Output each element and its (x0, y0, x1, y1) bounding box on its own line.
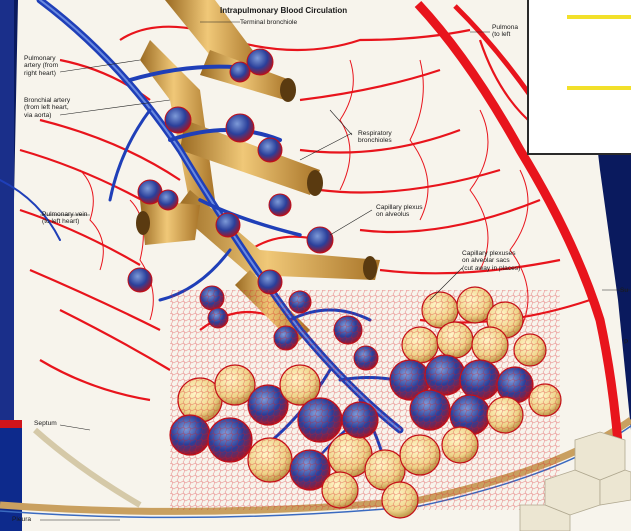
label-pulmonary-artery: Pulmonary artery (from right heart) (24, 55, 58, 77)
label-pulmonary-vein-left: Pulmonary vein (to left heart) (42, 211, 87, 226)
label-respiratory-bronchioles: Respiratory bronchioles (358, 130, 392, 145)
label-capillary-plexuses-sacs: Capillary plexuses on alveolar sacs (cut… (462, 250, 520, 272)
overlay-bar-2 (567, 86, 631, 90)
label-pleura: Pleura (12, 516, 31, 523)
label-capillary-plexus-alveolus: Capillary plexus on alveolus (376, 204, 423, 219)
label-bronchial-artery: Bronchial artery (from left heart, via a… (24, 97, 70, 119)
label-septum: Septum (34, 420, 57, 427)
label-terminal-bronchiole: Terminal bronchiole (240, 19, 297, 26)
slide-left-band (0, 0, 14, 420)
diagram-title: Intrapulmonary Blood Circulation (220, 6, 347, 15)
overlay-bar-1 (567, 15, 631, 19)
overlay-panel (527, 0, 631, 155)
label-pulmonary-vein-right: Pulmona (to left (492, 24, 518, 39)
label-subpleural-partial: Su (620, 287, 628, 294)
label-p-partial: P (624, 339, 628, 346)
